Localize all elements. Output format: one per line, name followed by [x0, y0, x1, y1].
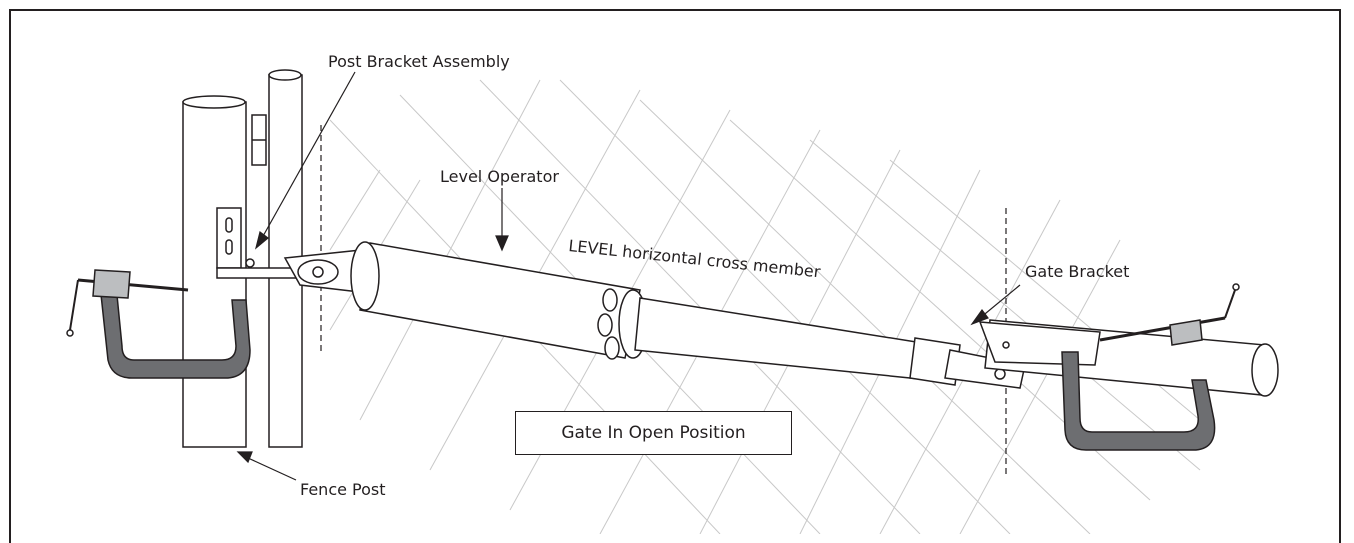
gate-position-label: Gate In Open Position — [515, 411, 792, 455]
left-c-clamp — [66, 269, 251, 379]
leader-lines — [236, 71, 1021, 481]
fence-post — [182, 69, 303, 448]
level-operator-label: Level Operator — [440, 167, 559, 186]
fence-post-label: Fence Post — [300, 480, 386, 499]
level-operator — [283, 241, 1026, 389]
right-c-clamp — [1061, 283, 1240, 451]
post-bracket-assembly-label: Post Bracket Assembly — [328, 52, 510, 71]
post-bracket — [216, 207, 301, 279]
level-cross-member-label: LEVEL horizontal cross member — [568, 236, 822, 281]
gate-bracket-label: Gate Bracket — [1025, 262, 1129, 281]
